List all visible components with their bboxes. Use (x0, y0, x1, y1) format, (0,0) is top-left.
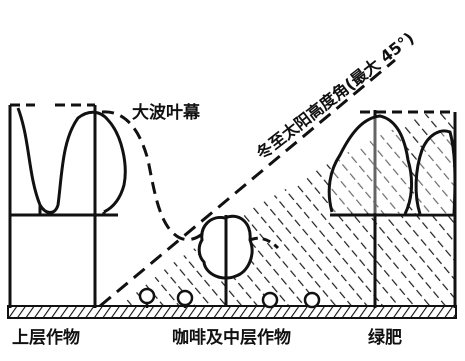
middle-crop-label: 咖啡及中层作物 (172, 327, 291, 348)
seedling (261, 291, 279, 309)
canopy-dashed-curve (101, 110, 217, 241)
right-tree-crown (327, 114, 457, 215)
coffee-seedlings (138, 287, 321, 309)
upper-crop-frame (8, 103, 118, 308)
ground-strip (7, 305, 457, 319)
green-manure-label: 绿肥 (368, 327, 402, 348)
left-tree-crown (16, 107, 127, 216)
seedling (303, 291, 321, 309)
canopy-label: 大波叶幕 (132, 102, 201, 123)
upper-crop-label: 上层作物 (12, 327, 80, 348)
seedling (138, 287, 156, 308)
middle-crop-tree (197, 214, 280, 306)
seedling (176, 289, 194, 308)
sun-angle-line (99, 58, 396, 308)
